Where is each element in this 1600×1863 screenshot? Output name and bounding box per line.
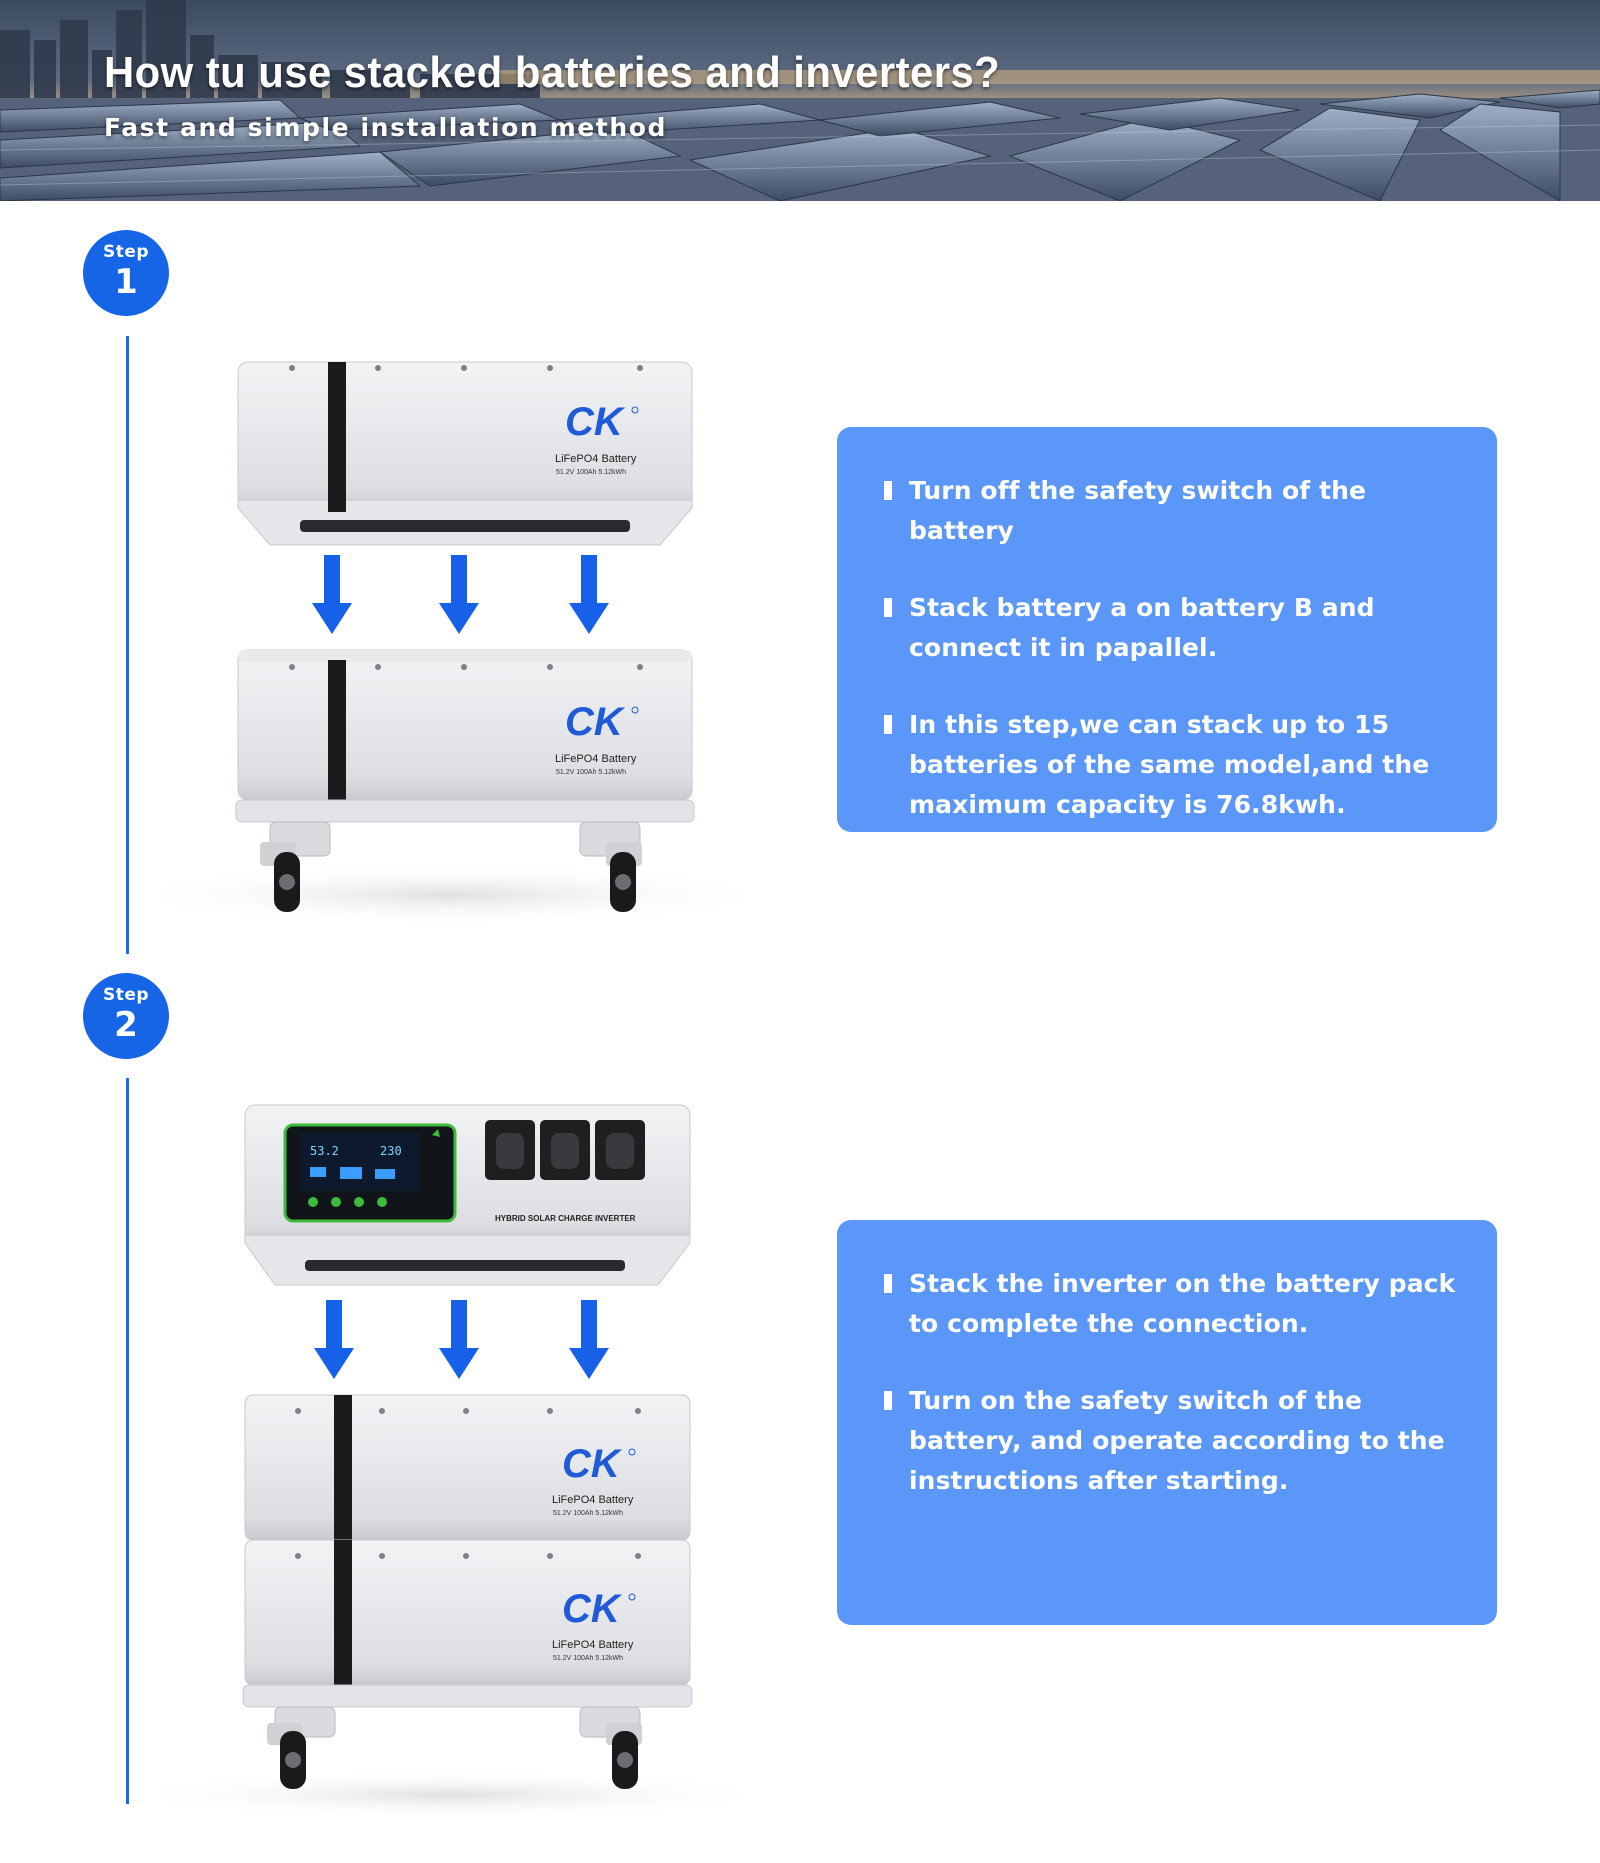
svg-text:51.2V 100Ah 5.12kWh: 51.2V 100Ah 5.12kWh — [556, 769, 626, 776]
bullet-icon — [884, 1391, 892, 1410]
svg-text:53.2: 53.2 — [310, 1144, 339, 1158]
svg-text:51.2V 100Ah 5.12kWh: 51.2V 100Ah 5.12kWh — [553, 1510, 623, 1517]
step-label: Step — [102, 985, 150, 1005]
power-socket-icon — [540, 1120, 590, 1180]
step-number: 1 — [114, 262, 138, 302]
wheel-icon — [579, 821, 642, 912]
step-1-info-box: Turn off the safety switch of the batter… — [837, 427, 1497, 832]
step-1-badge: Step 1 — [83, 230, 169, 316]
step-label: Step — [102, 242, 150, 262]
down-arrow-icon — [312, 555, 352, 634]
svg-text:51.2V 100Ah 5.12kWh: 51.2V 100Ah 5.12kWh — [553, 1655, 623, 1662]
svg-text:CK: CK — [562, 1587, 623, 1631]
battery-lower: CK LiFePO4 Battery 51.2V 100Ah 5.12kWh — [242, 1539, 693, 1789]
step-1-timeline — [126, 336, 129, 954]
enter-button-icon — [377, 1197, 387, 1207]
step-1-instructions: Turn off the safety switch of the batter… — [882, 471, 1467, 825]
svg-text:LiFePO4 Battery: LiFePO4 Battery — [555, 753, 637, 765]
down-arrow-icon — [439, 1300, 479, 1379]
step-number: 2 — [114, 1005, 138, 1045]
bullet-icon — [884, 598, 892, 617]
bullet-icon — [884, 481, 892, 500]
svg-text:CK: CK — [565, 700, 626, 744]
svg-text:LiFePO4 Battery: LiFePO4 Battery — [552, 1639, 634, 1651]
svg-text:LiFePO4 Battery: LiFePO4 Battery — [555, 453, 637, 465]
step-2-timeline — [126, 1078, 129, 1804]
instruction-item: Stack battery a on battery B and connect… — [882, 588, 1467, 668]
battery-upper: CK LiFePO4 Battery 51.2V 100Ah 5.12kWh — [244, 1394, 691, 1541]
svg-text:HYBRID SOLAR CHARGE INVERTER: HYBRID SOLAR CHARGE INVERTER — [495, 1214, 636, 1223]
wheel-icon — [579, 1706, 642, 1789]
esc-button-icon — [308, 1197, 318, 1207]
down-arrow-icon — [439, 555, 479, 634]
instruction-item: Turn on the safety switch of the battery… — [882, 1381, 1467, 1501]
up-button-icon — [331, 1197, 341, 1207]
step-2-info-box: Stack the inverter on the battery pack t… — [837, 1220, 1497, 1625]
leaf-icon — [432, 1129, 440, 1137]
down-button-icon — [354, 1197, 364, 1207]
svg-text:CK: CK — [562, 1442, 623, 1486]
down-arrow-icon — [569, 1300, 609, 1379]
inverter: 53.2 230 HYBRID SOLAR CHARGE INVERTER — [244, 1104, 691, 1286]
page-subtitle: Fast and simple installation method — [104, 113, 668, 142]
step-2-badge: Step 2 — [83, 973, 169, 1059]
down-arrow-icon — [569, 555, 609, 634]
instruction-item: Turn off the safety switch of the batter… — [882, 471, 1467, 551]
power-socket-icon — [485, 1120, 535, 1180]
bullet-icon — [884, 715, 892, 734]
wheel-icon — [260, 821, 331, 912]
power-socket-icon — [595, 1120, 645, 1180]
battery-b: CK LiFePO4 Battery 51.2V 100Ah 5.12kWh — [235, 649, 695, 912]
down-arrows — [312, 555, 609, 634]
page-title: How tu use stacked batteries and inverte… — [104, 48, 1001, 97]
step-1-illustration: CK LiFePO4 Battery 51.2V 100Ah 5.12kWh C… — [150, 361, 780, 925]
brand-logo: CK — [565, 400, 626, 444]
svg-text:230: 230 — [380, 1144, 402, 1158]
instruction-item: In this step,we can stack up to 15 batte… — [882, 705, 1467, 825]
svg-text:LiFePO4 Battery: LiFePO4 Battery — [552, 1494, 634, 1506]
step-2-instructions: Stack the inverter on the battery pack t… — [882, 1264, 1467, 1501]
battery-a: CK LiFePO4 Battery 51.2V 100Ah 5.12kWh — [237, 361, 693, 546]
down-arrows — [314, 1300, 609, 1379]
instruction-item: Stack the inverter on the battery pack t… — [882, 1264, 1467, 1344]
solar-farm-background — [0, 0, 1600, 201]
header-banner: How tu use stacked batteries and inverte… — [0, 0, 1600, 201]
step-2-illustration: 53.2 230 HYBRID SOLAR CHARGE INVERTER — [150, 1104, 780, 1819]
down-arrow-icon — [314, 1300, 354, 1379]
svg-text:51.2V 100Ah 5.12kWh: 51.2V 100Ah 5.12kWh — [556, 469, 626, 476]
bullet-icon — [884, 1274, 892, 1293]
wheel-icon — [267, 1706, 336, 1789]
